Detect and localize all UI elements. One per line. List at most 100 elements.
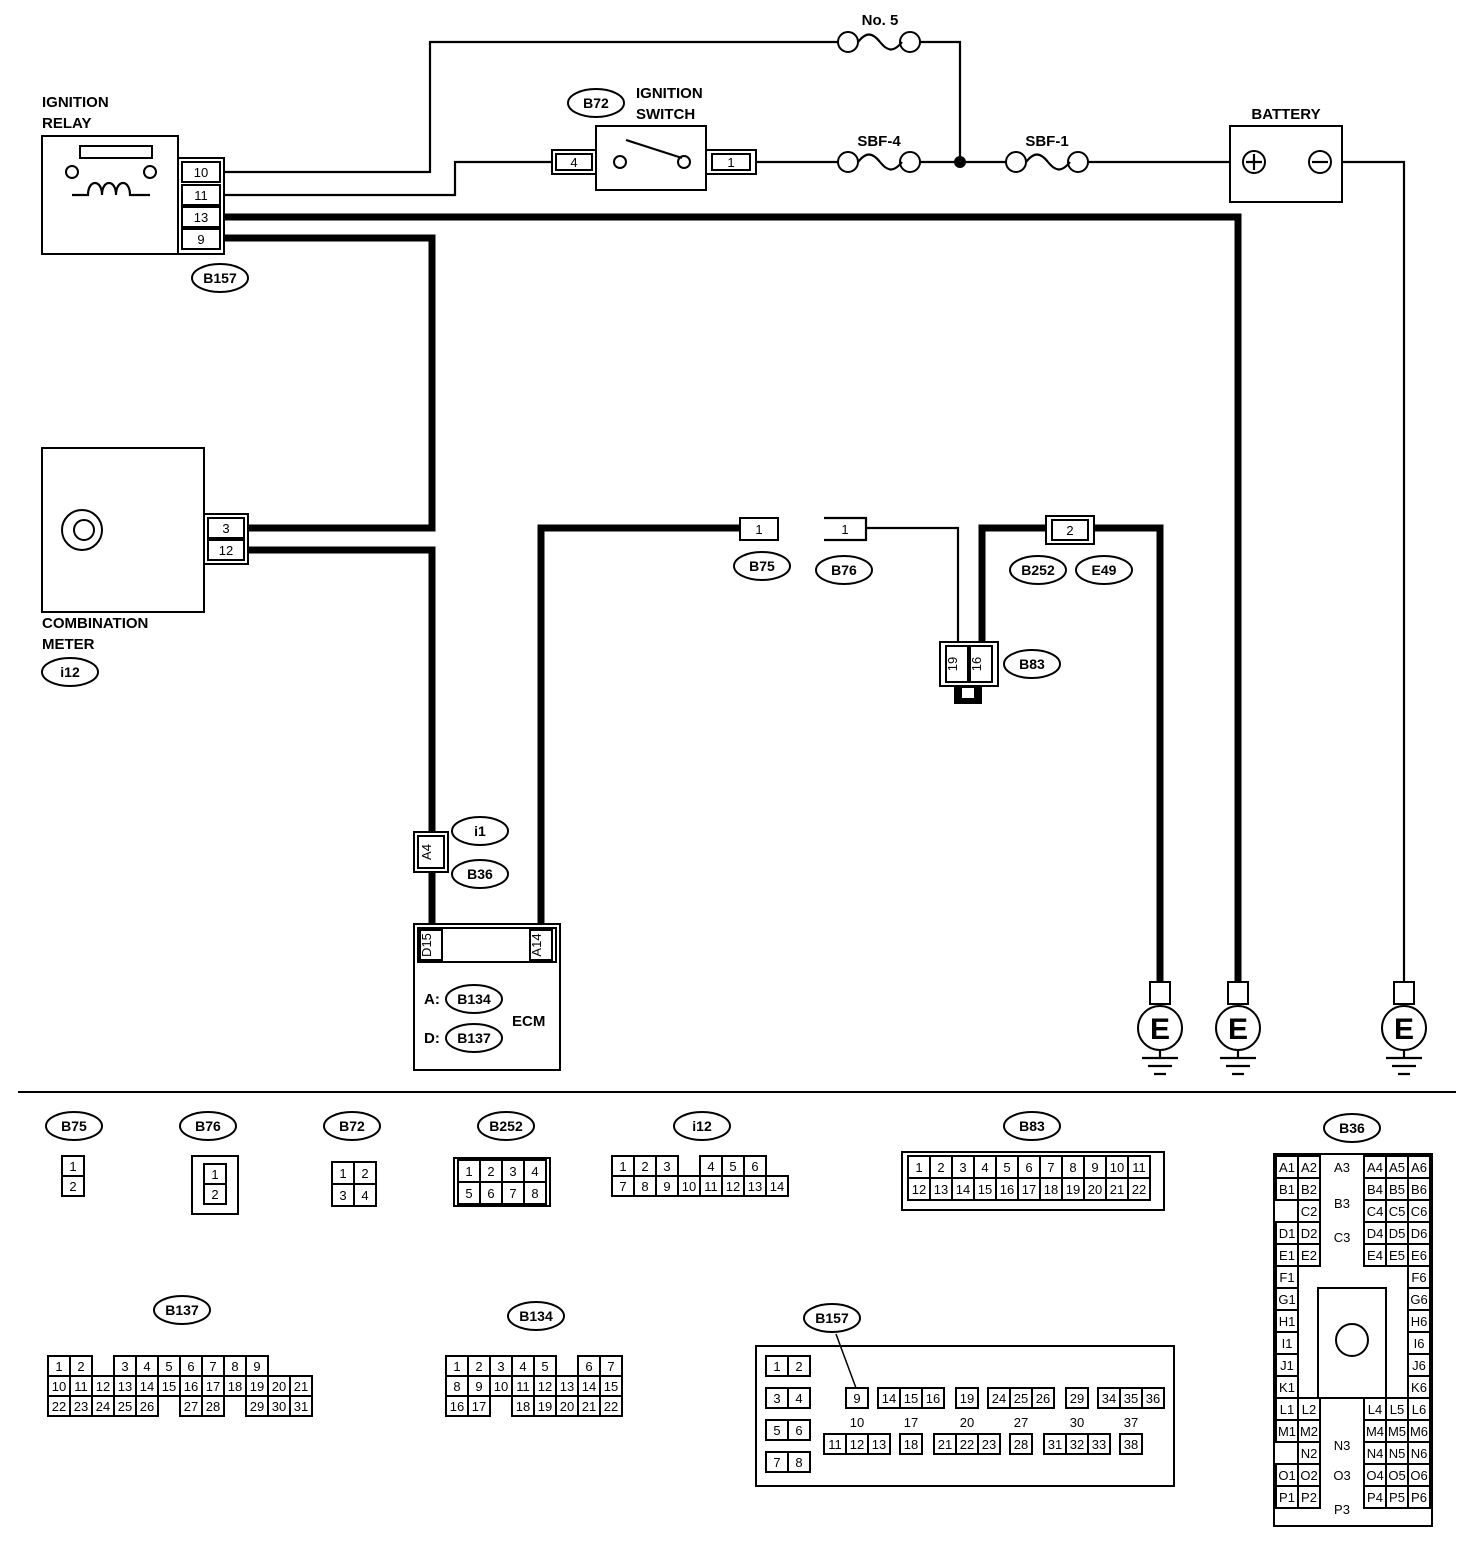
b252-face-pin: 6 [487, 1186, 494, 1201]
b252-face-pin: 8 [531, 1186, 538, 1201]
b137-face-pin: 13 [118, 1379, 132, 1394]
e49-connector-id: E49 [1092, 562, 1117, 578]
combination-meter-label-1: COMBINATION [42, 615, 148, 632]
b36-face-pin: J1 [1280, 1358, 1294, 1373]
b134-face-pin: 3 [497, 1359, 504, 1374]
b83-face-pin: 5 [1003, 1160, 1010, 1175]
b36-face-pin: C6 [1411, 1204, 1428, 1219]
b36-face-pin: O1 [1278, 1468, 1295, 1483]
b75-pin-1: 1 [755, 522, 762, 537]
sbf4-label: SBF-4 [857, 133, 901, 150]
b157-face-pin: 18 [904, 1437, 918, 1452]
b36-face-pin: P6 [1411, 1490, 1427, 1505]
b137-face-pin: 23 [74, 1399, 88, 1414]
b36-face-pin: H6 [1411, 1314, 1428, 1329]
b137-face-pin: 17 [206, 1379, 220, 1394]
b137-face-pin: 22 [52, 1399, 66, 1414]
b252-pin-2: 2 [1066, 523, 1073, 538]
b134-face-pin: 9 [475, 1379, 482, 1394]
b157-face-pin: 27 [1014, 1415, 1028, 1430]
b36-face-pin: D1 [1279, 1226, 1296, 1241]
relay-pin-10: 10 [194, 165, 208, 180]
b137-face-pin: 29 [250, 1399, 264, 1414]
b157-face-pin: 24 [992, 1391, 1006, 1406]
b137-face-pin: 18 [228, 1379, 242, 1394]
b134-face-pin: 14 [582, 1379, 596, 1394]
b36-face-pin: N3 [1334, 1438, 1351, 1453]
combination-meter-label-2: METER [42, 636, 95, 653]
i12-face-pin: 9 [663, 1179, 670, 1194]
b36-face-pin: C2 [1301, 1204, 1318, 1219]
b36-face-pin: P2 [1301, 1490, 1317, 1505]
i1-b36-connector: A4 i1 B36 [413, 816, 509, 889]
switch-pin-1: 1 [727, 155, 734, 170]
b36-face-pin: H1 [1279, 1314, 1296, 1329]
ignition-relay-label-2: RELAY [42, 115, 91, 132]
b36-face-pin: F6 [1411, 1270, 1426, 1285]
fuse-sbf4: SBF-4 [837, 133, 921, 173]
b137-face-pin: 7 [209, 1359, 216, 1374]
b36-face-pin: A5 [1389, 1160, 1405, 1175]
b36-face-pin: A2 [1301, 1160, 1317, 1175]
b36-face-pin: A4 [1367, 1160, 1383, 1175]
b36-face-pin: M2 [1300, 1424, 1318, 1439]
b252-face-pin: 2 [487, 1164, 494, 1179]
b36-connector-id: B36 [467, 866, 493, 882]
b134-face-pin: 18 [516, 1399, 530, 1414]
b134-face-pin: 19 [538, 1399, 552, 1414]
b157-face-pin: 37 [1124, 1415, 1138, 1430]
b36-face-pin: L4 [1368, 1402, 1382, 1417]
b134-face-pin: 13 [560, 1379, 574, 1394]
b83-face-pin: 19 [1066, 1182, 1080, 1197]
fuse-sbf1: SBF-1 [1005, 133, 1089, 173]
b252-face-pin: 7 [509, 1186, 516, 1201]
ground-1-label: E [1150, 1013, 1170, 1046]
b137-face-pin: 28 [206, 1399, 220, 1414]
b157-face-pin: 16 [926, 1391, 940, 1406]
b76-face-pin: 1 [211, 1167, 218, 1182]
b157-face-pin: 25 [1014, 1391, 1028, 1406]
b36-face-pin: N2 [1301, 1446, 1318, 1461]
b75-b76-connectors: 1 1 B75 B76 [733, 516, 873, 585]
b36-face-pin: D2 [1301, 1226, 1318, 1241]
b76-face-view: 12 [203, 1163, 227, 1205]
b36-face-pin: A6 [1411, 1160, 1427, 1175]
b134-face-pin: 10 [494, 1379, 508, 1394]
i12-face-pin: 5 [729, 1159, 736, 1174]
b83-face-pin: 14 [956, 1182, 970, 1197]
b157-face-pin: 33 [1092, 1437, 1106, 1452]
b36-face-pin: L5 [1390, 1402, 1404, 1417]
i12-connector-id: i12 [60, 664, 80, 680]
b36-face-pin: D4 [1367, 1226, 1384, 1241]
b157-face-pin: 31 [1048, 1437, 1062, 1452]
b157-face-pin: 11 [828, 1437, 842, 1452]
b137-face-pin: 19 [250, 1379, 264, 1394]
b72-connector-id: B72 [583, 95, 609, 111]
b134-face-pin: 1 [453, 1359, 460, 1374]
b36-face-pin: C3 [1334, 1230, 1351, 1245]
b36-face-pin: O5 [1388, 1468, 1405, 1483]
i12-face-pin: 12 [726, 1179, 740, 1194]
b157-face-pin: 30 [1070, 1415, 1084, 1430]
b36-view-id: B36 [1339, 1120, 1365, 1136]
b134-face-pin: 7 [607, 1359, 614, 1374]
b83-face-pin: 21 [1110, 1182, 1124, 1197]
b36-face-pin: A3 [1334, 1160, 1350, 1175]
i12-view-id: i12 [692, 1118, 712, 1134]
b137-face-pin: 1 [55, 1359, 62, 1374]
b134-face-pin: 22 [604, 1399, 618, 1414]
ecm-pin-a14: A14 [529, 933, 544, 956]
b157-face-pin: 14 [882, 1391, 896, 1406]
b137-face-pin: 9 [253, 1359, 260, 1374]
b83-face-pin: 11 [1132, 1160, 1146, 1175]
b36-face-pin: P5 [1389, 1490, 1405, 1505]
i12-face-pin: 4 [707, 1159, 714, 1174]
wires [56, 40, 1406, 982]
b72-view-id: B72 [339, 1118, 365, 1134]
b134-face-pin: 2 [475, 1359, 482, 1374]
b157-face-pin: 5 [773, 1423, 780, 1438]
b157-face-pin: 15 [904, 1391, 918, 1406]
b75-connector-id: B75 [749, 558, 775, 574]
